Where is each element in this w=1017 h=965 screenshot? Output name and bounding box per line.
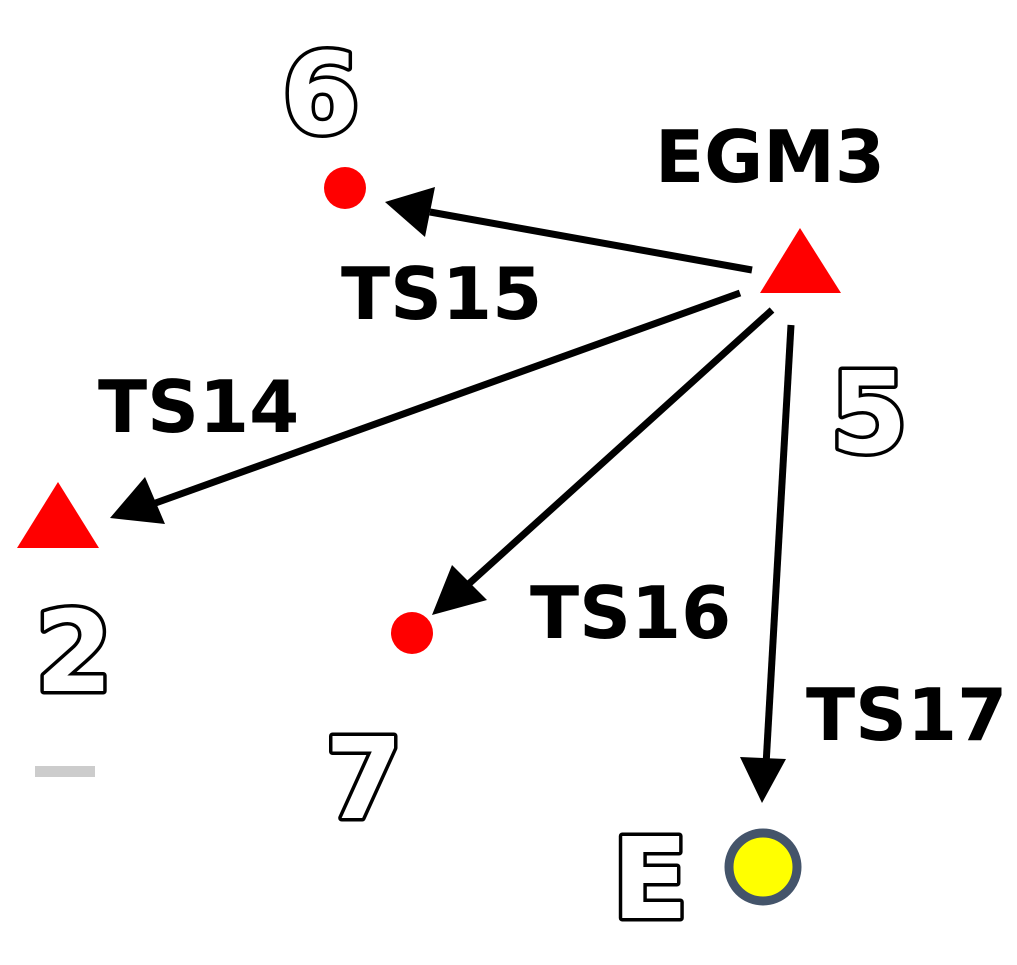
edge-ts16-arrowhead [432,565,487,615]
edge-ts17[interactable] [740,324,795,803]
edge-ts15[interactable] [385,187,753,274]
gray-dash-divider [35,766,95,777]
node-2-triangle-marker[interactable] [17,482,99,548]
node-egm3-triangle-marker[interactable] [760,228,841,293]
edge-ts14-label: TS14 [98,365,299,449]
node-2-number: 2 [35,588,113,718]
edge-ts15-arrowhead [385,187,435,237]
edge-ts17-label: TS17 [806,673,1007,757]
node-end-number: E [612,815,689,945]
node-6-dot-marker[interactable] [324,167,366,209]
node-6-number: 6 [282,30,360,160]
node-egm3-name-label: EGM3 [655,115,885,199]
node-end-circle-marker[interactable] [724,828,802,906]
edge-ts15-line[interactable] [429,208,753,274]
edge-ts14[interactable] [110,289,742,524]
edge-ts14-line[interactable] [148,289,742,509]
edge-ts17-line[interactable] [762,324,795,766]
node-7-dot-marker[interactable] [391,612,433,654]
edge-ts17-arrowhead [740,757,786,803]
edge-ts16-label: TS16 [530,571,731,655]
edge-ts16[interactable] [432,307,775,615]
edge-ts14-arrowhead [110,477,165,524]
edge-ts16-line[interactable] [459,307,775,593]
node-5-number: 5 [830,349,908,479]
edge-ts15-label: TS15 [341,252,542,336]
node-7-number: 7 [325,715,403,845]
